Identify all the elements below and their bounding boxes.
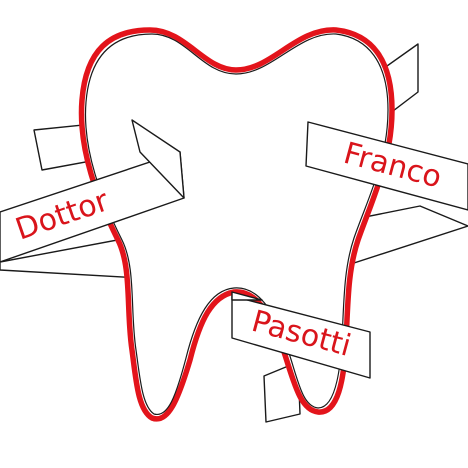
ribbon-panel-franco bbox=[305, 121, 468, 211]
ribbon-front bbox=[0, 119, 468, 379]
ribbon-fold-dottor bbox=[131, 119, 185, 199]
ribbon-panel-pasotti bbox=[231, 295, 371, 379]
ribbon-fold-pasotti bbox=[231, 291, 263, 301]
